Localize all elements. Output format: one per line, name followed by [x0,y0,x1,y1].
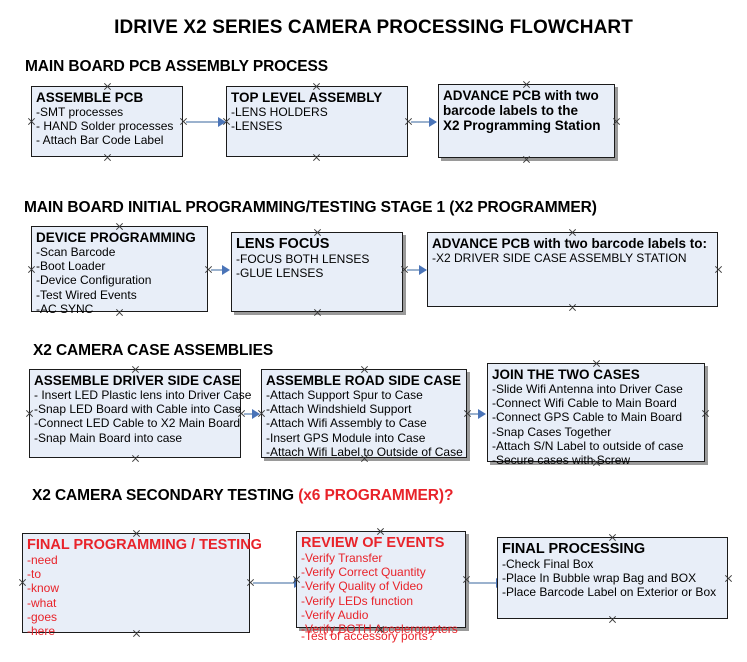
section-heading-2: MAIN BOARD INITIAL PROGRAMMING/TESTING S… [24,199,597,217]
connector-arrow [470,413,484,415]
node-line: -AC SYNC [36,301,94,316]
node-advance-pcb-programming-station[interactable]: ADVANCE PCB with two barcode labels to t… [438,84,615,158]
node-line: -LENSES [231,119,283,134]
node-line: -Verify BOTH Accelerometers [301,622,458,637]
node-line: -LENS HOLDERS [231,105,328,119]
node-line: -what [27,595,57,610]
node-line: -Device Configuration [36,273,152,288]
node-final-processing[interactable]: FINAL PROCESSING -Check Final Box -Place… [497,537,728,619]
section-heading-3: X2 CAMERA CASE ASSEMBLIES [33,342,273,360]
node-title: FINAL PROCESSING [502,541,646,557]
connector-arrow [244,413,258,415]
section-heading-4-text: X2 CAMERA SECONDARY TESTING [32,487,299,504]
node-title: DEVICE PROGRAMMING [36,230,196,245]
node-line: -here [27,624,56,639]
node-line: -Verify Quality of Video [301,579,423,594]
node-line: -Attach Wifi Label to Outside of Case [266,444,463,459]
section-heading-4-accent: (x6 PROGRAMMER)? [298,487,454,504]
node-line: X2 Programming Station [443,118,601,133]
node-line: -Connect Wifi Cable to Main Board [492,396,677,411]
node-line: -Verify Transfer [301,551,383,565]
connector-arrow [253,582,297,584]
connector-arrowhead [252,409,260,419]
node-title: ASSEMBLE ROAD SIDE CASE [266,373,462,388]
node-lens-focus[interactable]: LENS FOCUS -FOCUS BOTH LENSES -GLUE LENS… [231,232,403,312]
node-title: JOIN THE TWO CASES [492,367,640,382]
node-line: -Connect GPS Cable to Main Board [492,410,683,425]
node-line: -Snap LED Board with Cable into Case [34,402,242,417]
node-top-level-assembly[interactable]: TOP LEVEL ASSEMBLY -LENS HOLDERS -LENSES [226,86,408,157]
connector-arrowhead [419,265,427,275]
node-line: -to [27,567,42,582]
node-line: -Attach Windshield Support [266,402,412,417]
node-line: -Verify Correct Quantity [301,565,426,580]
node-line: -Verify Audio [301,607,369,622]
node-review-of-events[interactable]: REVIEW OF EVENTS -Verify Transfer -Verif… [296,531,466,643]
node-title: LENS FOCUS [236,236,330,252]
node-line: -Test Wired Events [36,287,137,302]
node-line: - HAND Solder processes [36,119,174,134]
node-line: -Scan Barcode [36,245,116,259]
node-title: TOP LEVEL ASSEMBLY [231,90,383,105]
section-heading-2-text: MAIN BOARD INITIAL PROGRAMMING/TESTING S… [24,199,597,216]
node-line: -Place In Bubble wrap Bag and BOX [502,571,697,586]
node-line: barcode labels to the [443,103,579,118]
node-line: -Secure cases with Screw [492,453,631,468]
node-title: FINAL PROGRAMMING / TESTING [27,537,262,553]
node-title: ADVANCE PCB with two barcode labels to: [432,236,708,251]
node-line: -SMT processes [36,105,124,119]
section-heading-4: X2 CAMERA SECONDARY TESTING (x6 PROGRAMM… [32,487,453,505]
connector-arrowhead [222,265,230,275]
node-line: -goes [27,609,58,624]
node-line: -Attach Wifi Assembly to Case [266,416,427,431]
connector-arrow [186,121,219,123]
section-heading-1-text: MAIN BOARD PCB ASSEMBLY PROCESS [25,58,328,75]
node-line: -Attach Support Spur to Case [266,388,423,402]
connector-arrow [411,121,436,123]
node-line: -GLUE LENSES [236,266,324,281]
node-line: -know [27,581,60,596]
node-join-the-two-cases[interactable]: JOIN THE TWO CASES -Slide Wifi Antenna i… [487,363,705,467]
node-title: REVIEW OF EVENTS [301,535,445,551]
node-line: -Attach S/N Label to outside of case [492,438,684,453]
node-line: -Boot Loader [36,259,106,274]
node-line: -Verify LEDs function [301,593,414,608]
node-line: -Place Barcode Label on Exterior or Box [502,585,717,600]
node-line: -FOCUS BOTH LENSES [236,252,370,266]
connector-arrow [407,269,426,271]
node-line: -Slide Wifi Antenna into Driver Case [492,382,683,396]
node-device-programming[interactable]: DEVICE PROGRAMMING -Scan Barcode -Boot L… [31,226,208,316]
node-final-programming-testing[interactable]: FINAL PROGRAMMING / TESTING -need -to -k… [22,533,262,638]
section-heading-3-text: X2 CAMERA CASE ASSEMBLIES [33,342,274,359]
node-line: - Insert LED Plastic lens into Driver Ca… [34,388,252,402]
connector-arrowhead [429,117,437,127]
node-line: -X2 DRIVER SIDE CASE ASSEMBLY STATION [432,251,687,265]
section-heading-1: MAIN BOARD PCB ASSEMBLY PROCESS [25,58,328,76]
node-title: ASSEMBLE PCB [36,90,144,105]
connector-arrowhead [478,409,486,419]
page-title: IDRIVE X2 SERIES CAMERA PROCESSING FLOWC… [114,17,633,38]
node-line: -need [27,553,58,567]
node-title: ASSEMBLE DRIVER SIDE CASE [34,373,241,388]
node-advance-pcb-driver-side-case[interactable]: ADVANCE PCB with two barcode labels to: … [427,232,718,307]
node-line: -Check Final Box [502,557,594,571]
connector-arrowhead [218,117,226,127]
connector-arrow [211,269,228,271]
connector-arrow [469,582,499,584]
node-line: -Snap Cases Together [492,424,612,439]
node-line: - Attach Bar Code Label [36,133,164,148]
node-assemble-driver-side-case[interactable]: ASSEMBLE DRIVER SIDE CASE - Insert LED P… [29,369,252,458]
node-title: ADVANCE PCB with two [443,88,599,103]
node-line: -Snap Main Board into case [34,430,183,445]
node-overflow-line: -Test of accessory ports? [301,629,435,643]
node-line: -Connect LED Cable to X2 Main Board [34,416,241,431]
node-assemble-road-side-case[interactable]: ASSEMBLE ROAD SIDE CASE -Attach Support … [261,369,467,459]
node-assemble-pcb[interactable]: ASSEMBLE PCB -SMT processes - HAND Solde… [31,86,183,157]
node-line: -Insert GPS Module into Case [266,430,426,445]
